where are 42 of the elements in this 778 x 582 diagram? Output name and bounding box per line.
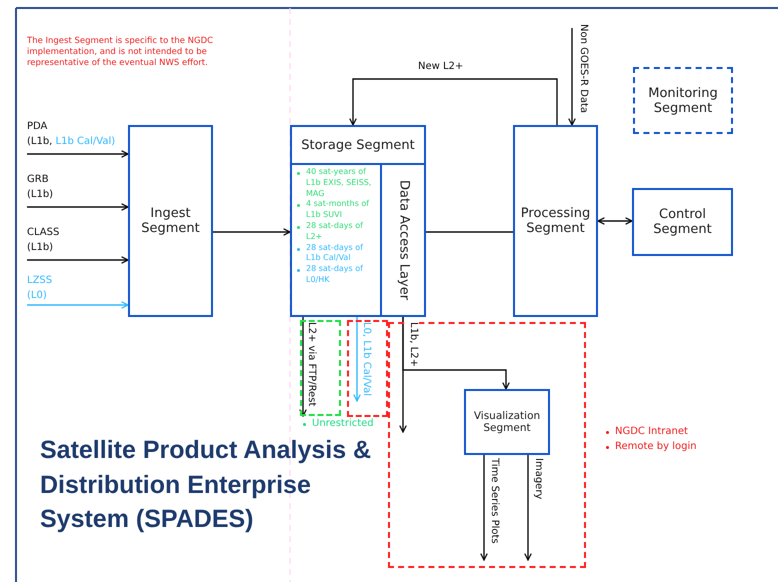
- zone-label: Remote by login: [603, 441, 697, 452]
- dashed-segment-box: Monitoring Segment: [633, 67, 733, 134]
- bullet-item: 28 sat-days of L2+: [294, 220, 378, 243]
- layer-label: Data Access Layer: [396, 180, 412, 300]
- arrow: [568, 28, 576, 126]
- zone-label: NGDC Intranet: [603, 426, 688, 437]
- bullet-item: 4 sat-months of L1b SUVI: [294, 199, 378, 221]
- arrow: [597, 217, 633, 225]
- arrow: [27, 301, 129, 309]
- bullet-item: 28 sat-days of L1b Cal/Val: [294, 242, 378, 264]
- segment-box: Visualization Segment: [464, 389, 550, 455]
- bullet-item: 28 sat-days of L0/HK: [294, 264, 378, 286]
- segment-box: Processing Segment: [513, 125, 598, 317]
- edge-label: Non GOES-R Data: [578, 24, 589, 114]
- edge-label: L0, L1b Cal/Val: [361, 322, 372, 396]
- storage-box: [290, 125, 426, 317]
- bullet-item: 40 sat-years of L1b EXIS, SEISS, MAG: [294, 167, 378, 200]
- arrow: [524, 455, 532, 561]
- source-label: PDA (L1b, L1b Cal/Val): [27, 119, 127, 151]
- edge-label: New L2+: [418, 61, 464, 72]
- diagram-title: Satellite Product Analysis & Distribution Enterprise System (SPADES): [40, 435, 372, 535]
- segment-box: Control Segment: [632, 188, 733, 256]
- arrow: [349, 78, 558, 126]
- arrow: [353, 317, 361, 402]
- edge-label: L2+ via FTP/Rest: [306, 322, 317, 406]
- source-label: GRB (L1b): [27, 172, 87, 204]
- zone-label: Unrestricted: [300, 418, 374, 429]
- box-heading: Storage Segment: [292, 127, 424, 165]
- arrow: [299, 317, 307, 417]
- segment-box: Ingest Segment: [128, 125, 213, 317]
- arrow: [402, 317, 510, 390]
- edge-label: Time Series Plots: [489, 458, 500, 544]
- arrow: [27, 150, 129, 158]
- source-label: LZSS (L0): [27, 273, 87, 303]
- edge-label: Imagery: [533, 458, 544, 500]
- arrow: [213, 228, 291, 236]
- edge-label: L1b, L2+: [408, 322, 419, 367]
- note-text: The Ingest Segment is specific to the NGDC implementation, and is not intended to be representative of the eventual NWS effort.: [27, 36, 214, 70]
- source-label: CLASS (L1b): [27, 225, 87, 257]
- arrow: [27, 256, 129, 264]
- arrow: [480, 455, 488, 561]
- arrow: [27, 203, 129, 211]
